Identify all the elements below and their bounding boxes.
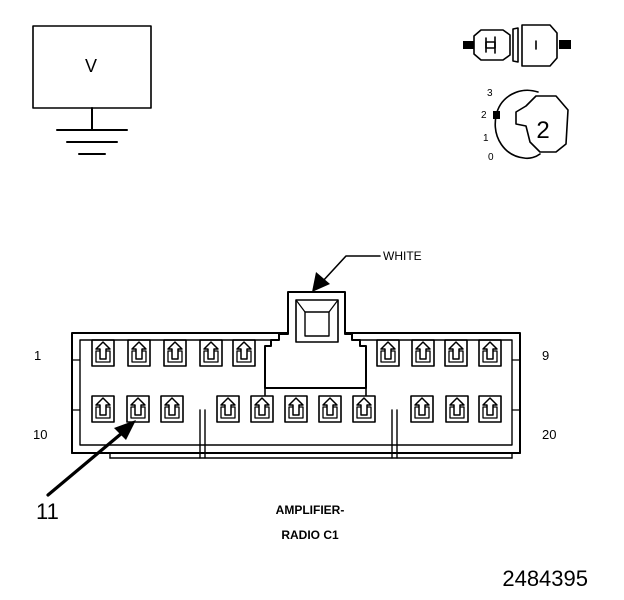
ignition-position-1: 1 [483, 133, 489, 144]
terminal-bottom-8 [352, 395, 376, 423]
terminal-bottom-1 [91, 395, 115, 423]
terminal-top-6 [376, 339, 400, 367]
terminal-bottom-4 [216, 395, 240, 423]
terminal-top-9 [478, 339, 502, 367]
connector-color-label: WHITE [383, 249, 422, 263]
ignition-step-label: 2 [536, 117, 549, 144]
connector-name-line1: AMPLIFIER- [276, 503, 345, 517]
terminal-top-7 [411, 339, 435, 367]
terminal-bottom-7 [318, 395, 342, 423]
pin-label-bottom-left: 10 [33, 427, 47, 442]
ignition-position-2: 2 [481, 110, 487, 121]
terminal-top-3 [163, 339, 187, 367]
terminal-bottom-11 [478, 395, 502, 423]
terminal-bottom-9 [410, 395, 434, 423]
callout-pin-number: 11 [36, 499, 59, 524]
ignition-switch-icon: 2 3 2 1 0 [481, 88, 569, 163]
terminal-top-1 [91, 339, 115, 367]
pin-callout-arrow [46, 420, 136, 497]
terminal-top-8 [444, 339, 468, 367]
ground-icon [56, 129, 128, 155]
pin-label-top-right: 9 [542, 348, 549, 363]
terminal-bottom-6 [284, 395, 308, 423]
ignition-position-3: 3 [487, 88, 493, 99]
connector-name-line2: RADIO C1 [281, 528, 339, 542]
terminal-top-4 [199, 339, 223, 367]
figure-id: 2484395 [502, 566, 588, 591]
terminal-top-5 [232, 339, 256, 367]
ignition-position-0: 0 [488, 152, 494, 163]
connector-body [71, 291, 521, 459]
connector-plug-icon [463, 24, 571, 67]
color-callout: WHITE [312, 249, 422, 292]
voltmeter-symbol: V [32, 25, 152, 155]
terminal-bottom-2 [126, 395, 150, 423]
terminal-bottom-3 [160, 395, 184, 423]
terminal-bottom-10 [445, 395, 469, 423]
terminal-top-2 [127, 339, 151, 367]
pin-label-top-left: 1 [34, 348, 41, 363]
pin-label-bottom-right: 20 [542, 427, 556, 442]
meter-label: V [85, 56, 97, 76]
terminal-bottom-5 [250, 395, 274, 423]
